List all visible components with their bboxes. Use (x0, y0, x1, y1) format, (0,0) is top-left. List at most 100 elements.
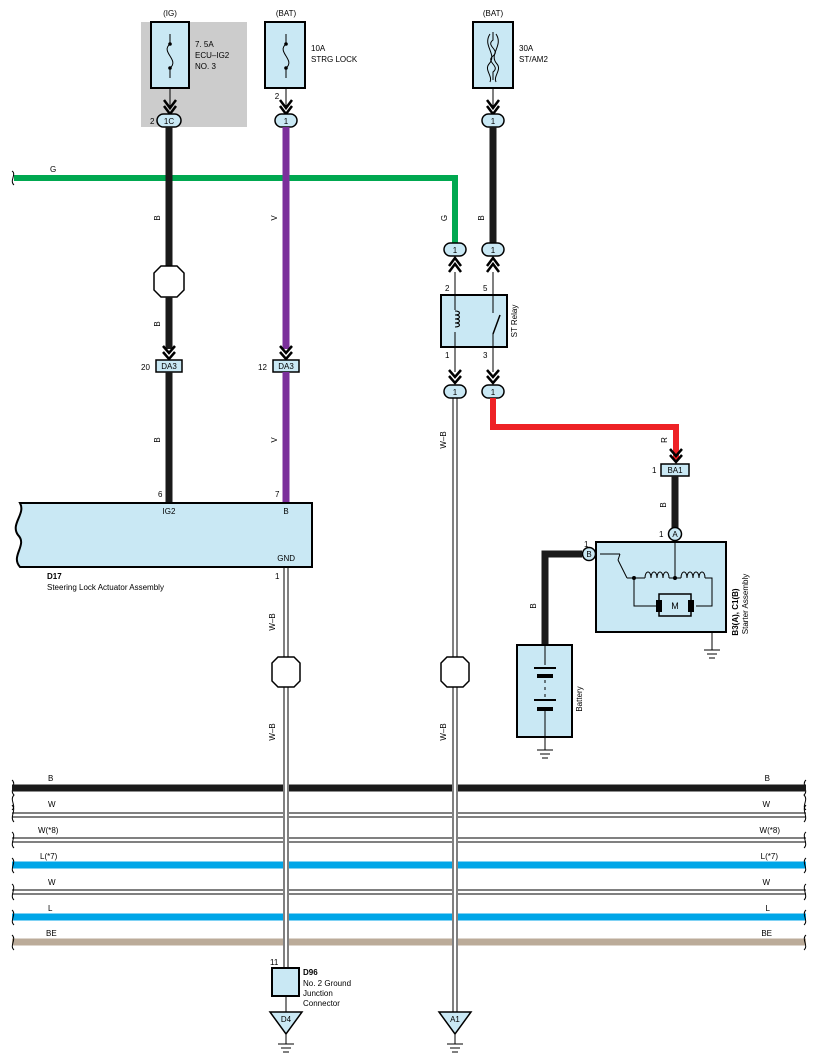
fuse-name-line: ST/AM2 (519, 55, 548, 64)
connector-starter-b (581, 546, 597, 562)
ground-triangle-icon (437, 1011, 473, 1036)
svg-text:Connector: Connector (303, 999, 340, 1008)
svg-text:B: B (477, 215, 486, 220)
svg-text:BE: BE (46, 929, 57, 938)
svg-text:B: B (153, 437, 162, 442)
svg-text:1: 1 (491, 117, 496, 126)
actuator-name: Steering Lock Actuator Assembly (47, 583, 164, 592)
svg-text:1: 1 (275, 572, 280, 581)
svg-text:11: 11 (270, 958, 279, 967)
fuse-strg-lock: (BAT) 10A STRG LOCK 2 (264, 9, 358, 101)
svg-text:B: B (48, 774, 53, 783)
fuse-name-line: NO. 3 (195, 62, 216, 71)
svg-text:DA3: DA3 (161, 362, 177, 371)
fuse-rating: 7. 5A (195, 40, 214, 49)
svg-text:1: 1 (659, 530, 664, 539)
ground-point-a1: A1 (437, 1011, 473, 1053)
ground-symbol-icon (704, 649, 720, 659)
svg-text:Junction: Junction (303, 989, 333, 998)
svg-text:L: L (48, 904, 53, 913)
battery: Battery (516, 644, 584, 759)
svg-text:A1: A1 (450, 1015, 460, 1024)
svg-text:W(*8): W(*8) (760, 826, 781, 835)
connector-arrow-icon (448, 255, 462, 273)
ground-symbol-icon (537, 749, 553, 759)
svg-text:W–B: W–B (439, 431, 448, 448)
fuse-pin-label: 2 (275, 92, 280, 101)
fuse-name-line: STRG LOCK (311, 55, 358, 64)
svg-text:W: W (48, 800, 56, 809)
svg-text:1: 1 (453, 246, 458, 255)
motor-label: M (671, 601, 679, 611)
svg-text:V: V (270, 215, 279, 221)
svg-text:No. 2 Ground: No. 2 Ground (303, 979, 351, 988)
svg-text:W–B: W–B (439, 723, 448, 740)
starter-name: Starter Assembly (741, 574, 750, 634)
wire-break-icon (11, 779, 15, 811)
svg-text:1: 1 (453, 388, 458, 397)
fuse-rating: 10A (311, 44, 326, 53)
fuse-body (150, 21, 190, 89)
battery-label: Battery (575, 686, 584, 711)
actuator-body (14, 502, 313, 568)
svg-text:B: B (765, 774, 770, 783)
svg-text:D4: D4 (281, 1015, 292, 1024)
svg-text:7: 7 (275, 490, 280, 499)
svg-text:1: 1 (584, 540, 589, 549)
actuator-pin-label: B (283, 507, 288, 516)
svg-text:W: W (762, 878, 770, 887)
svg-text:W–B: W–B (268, 613, 277, 630)
svg-text:L(*7): L(*7) (761, 852, 779, 861)
svg-text:B: B (659, 502, 668, 507)
svg-text:3: 3 (483, 351, 488, 360)
ground-point-d4: D4 (268, 1011, 304, 1053)
svg-text:1: 1 (491, 246, 496, 255)
bus-lines: B B W W W(*8) W(*8) L(*7) L(*7) W W L L … (11, 774, 807, 951)
connector-arrow-icon (486, 369, 500, 385)
svg-text:6: 6 (158, 490, 163, 499)
relay-name: ST Relay (510, 305, 519, 338)
svg-text:L(*7): L(*7) (40, 852, 58, 861)
splice-point (271, 656, 301, 688)
actuator-gnd-label: GND (277, 554, 295, 563)
fuse-source-label: (IG) (163, 9, 177, 18)
svg-text:B: B (153, 215, 162, 220)
fuse-rating: 30A (519, 44, 534, 53)
svg-text:B: B (153, 321, 162, 326)
actuator-pin-label: IG2 (163, 507, 176, 516)
connector-pin-label: 12 (258, 363, 267, 372)
starter-body (595, 541, 727, 633)
wire-black-battery (541, 550, 582, 645)
splice-point (153, 265, 185, 298)
svg-text:1: 1 (284, 117, 289, 126)
svg-text:1: 1 (491, 388, 496, 397)
svg-text:1: 1 (652, 466, 657, 475)
junction-connector-d96: 11 D96 No. 2 Ground Junction Connector (270, 958, 351, 1012)
svg-text:B: B (529, 603, 538, 608)
fuse-source-label: (BAT) (276, 9, 297, 18)
svg-text:L: L (766, 904, 771, 913)
svg-text:W–B: W–B (268, 723, 277, 740)
wire-label: G (50, 165, 56, 174)
svg-text:2: 2 (445, 284, 450, 293)
connector-arrow-icon (486, 255, 500, 273)
svg-text:1C: 1C (164, 117, 174, 126)
fuse-st-am2: (BAT) 30A ST/AM2 (472, 9, 548, 89)
svg-text:W: W (48, 878, 56, 887)
connector-arrow-icon (162, 345, 176, 361)
svg-text:A: A (672, 530, 678, 539)
wire-green (14, 175, 458, 244)
relay-switch-icon (492, 314, 501, 335)
connector-relay-out-wb (443, 384, 467, 399)
fuse-name-line: ECU–IG2 (195, 51, 230, 60)
svg-text:BA1: BA1 (667, 466, 683, 475)
fuse-element-icon (490, 32, 496, 80)
wire-red (490, 398, 679, 460)
starter-id: B3(A), C1(B) (731, 588, 740, 635)
fuse-source-label: (BAT) (483, 9, 504, 18)
splice-point (440, 656, 470, 688)
connector-arrow-icon (279, 345, 293, 361)
ground-triangle-icon (268, 1011, 304, 1036)
connector-pin-label: 2 (150, 117, 155, 126)
